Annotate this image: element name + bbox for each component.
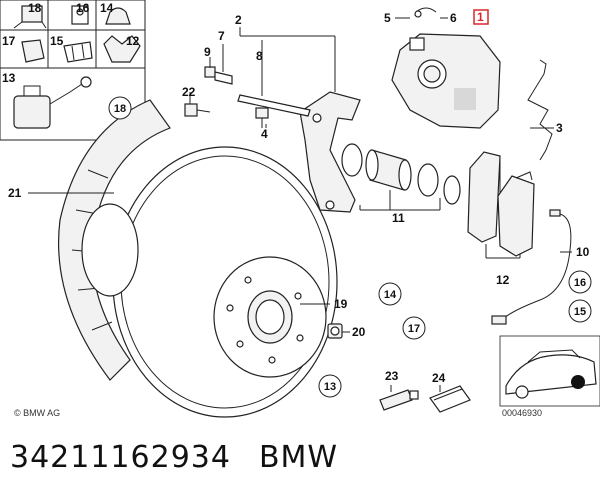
circled-17: 17 bbox=[408, 323, 420, 335]
circled-15: 15 bbox=[574, 306, 586, 318]
bolt-22 bbox=[184, 92, 211, 117]
callouts: 18 16 14 17 15 12 13 1 2 3 4 5 6 7 8 9 1… bbox=[2, 1, 590, 385]
circled-16: 16 bbox=[574, 277, 586, 289]
callout-23: 23 bbox=[385, 369, 399, 383]
callout-16-inset: 16 bbox=[76, 1, 90, 15]
bleeder-screw bbox=[327, 323, 343, 339]
anti-rattle-spring bbox=[527, 59, 553, 161]
grease-sachet bbox=[429, 385, 471, 413]
vehicle-inset bbox=[499, 335, 600, 407]
part-number: 34211162934 bbox=[10, 440, 231, 475]
caliper-carrier bbox=[299, 91, 361, 213]
callout-18-inset: 18 bbox=[28, 1, 42, 15]
callout-21: 21 bbox=[8, 186, 22, 200]
callout-8: 8 bbox=[256, 49, 263, 63]
callout-22: 22 bbox=[182, 85, 196, 99]
callout-12: 12 bbox=[496, 273, 510, 287]
callout-11: 11 bbox=[392, 211, 405, 225]
callout-2: 2 bbox=[235, 13, 242, 27]
leader-lines bbox=[28, 17, 572, 392]
callout-5: 5 bbox=[384, 11, 391, 25]
callout-1: 1 bbox=[477, 10, 484, 24]
parts-diagram: 18 16 14 17 15 12 13 1 2 3 4 5 6 7 8 9 1… bbox=[0, 0, 600, 418]
drawing-number: 00046930 bbox=[502, 408, 542, 418]
brake-disc bbox=[112, 146, 338, 418]
piston-kit bbox=[341, 143, 461, 205]
callout-17-inset: 17 bbox=[2, 34, 16, 48]
callout-15-inset: 15 bbox=[50, 34, 64, 48]
callout-10: 10 bbox=[576, 245, 590, 259]
brake-pads bbox=[467, 151, 535, 257]
callout-12-inset: 12 bbox=[126, 34, 140, 48]
callout-9: 9 bbox=[204, 45, 211, 59]
callout-13-inset: 13 bbox=[2, 71, 16, 85]
circled-14: 14 bbox=[384, 289, 397, 301]
callout-7: 7 bbox=[218, 29, 225, 43]
copyright-text: © BMW AG bbox=[14, 408, 60, 418]
circled-18: 18 bbox=[114, 103, 126, 115]
dust-shield bbox=[57, 99, 171, 381]
part-caption: 34211162934 BMW bbox=[10, 440, 338, 475]
small-parts-inset bbox=[0, 0, 146, 141]
callout-19: 19 bbox=[334, 297, 348, 311]
callout-14-inset: 14 bbox=[100, 1, 114, 15]
guide-pins bbox=[204, 66, 311, 128]
highlight-box bbox=[473, 9, 489, 25]
callout-3: 3 bbox=[556, 121, 563, 135]
grease-tube bbox=[379, 389, 419, 411]
callout-6: 6 bbox=[450, 11, 457, 25]
callout-24: 24 bbox=[432, 371, 446, 385]
callout-20: 20 bbox=[352, 325, 366, 339]
wear-sensor bbox=[491, 209, 572, 325]
caliper-housing bbox=[391, 7, 501, 129]
circled-references: 18 14 16 17 15 13 bbox=[108, 96, 592, 398]
callout-4: 4 bbox=[261, 127, 268, 141]
brand-name: BMW bbox=[258, 440, 339, 475]
circled-13: 13 bbox=[324, 381, 336, 393]
